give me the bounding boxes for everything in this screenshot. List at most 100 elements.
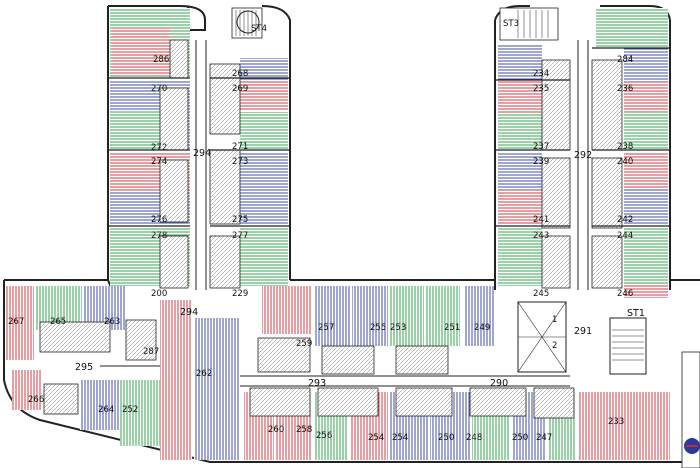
room-233 [578,392,670,460]
room-235 [498,80,542,114]
label-254b: 254 [392,433,408,443]
label-242: 242 [617,215,633,225]
label-249: 249 [474,323,490,333]
label-277: 277 [232,231,248,241]
room-244 [624,228,668,286]
left-wing [107,5,291,291]
label-262: 262 [196,369,212,379]
label-266: 266 [28,395,44,405]
label-293: 293 [308,378,326,389]
label-278: 278 [151,231,167,241]
label-295: 295 [75,362,93,373]
room-284 [596,8,668,48]
label-240: 240 [617,157,633,167]
label-268: 268 [232,69,248,79]
room-273b [240,182,288,226]
bath-cores-lower [39,319,575,419]
label-252: 252 [122,405,138,415]
room-261 [160,300,192,460]
label-237: 237 [533,142,549,152]
label-243: 243 [533,231,549,241]
label-272: 272 [151,143,167,153]
label-239: 239 [533,157,549,167]
room-246-strip [624,284,668,298]
room-238 [624,112,668,150]
label-236: 236 [617,84,633,94]
room-259 [262,286,312,334]
label-st3: ST3 [503,19,519,29]
label-291: 291 [574,326,592,337]
room-264 [80,380,120,430]
label-274: 274 [151,157,167,167]
room-239 [498,152,542,190]
label-269: 269 [232,84,248,94]
label-284: 284 [617,55,633,65]
room-253 [390,286,424,346]
label-250b: 250 [512,433,528,443]
room-257 [314,286,350,346]
label-279: 229 [232,289,248,299]
label-258: 258 [296,425,312,435]
label-lift-2: 2 [552,341,557,351]
label-255: 255 [370,323,386,333]
lower-block-outline [3,279,700,463]
room-273 [240,152,288,182]
label-292: 292 [574,150,592,161]
label-257: 257 [318,323,334,333]
room-236b [624,82,668,112]
room-271 [240,112,288,150]
room-251 [426,286,460,346]
label-290: 290 [490,378,508,389]
label-260: 260 [268,425,284,435]
room-262 [194,318,240,460]
label-247: 247 [536,433,552,443]
room-234 [498,44,542,80]
stair-st3 [499,7,559,41]
room-241 [498,190,542,226]
label-259: 259 [296,339,312,349]
label-238: 238 [617,142,633,152]
room-240 [624,152,668,188]
room-252 [120,380,160,446]
label-246: 246 [617,289,633,299]
room-267 [6,286,34,360]
label-250: 250 [438,433,454,443]
label-233: 233 [608,417,624,427]
label-271: 271 [232,142,248,152]
label-251: 251 [444,323,460,333]
label-234: 234 [533,69,549,79]
round-symbol [236,10,260,34]
label-235: 235 [533,84,549,94]
bath-cores-right [541,59,623,289]
room-272 [110,110,160,150]
label-294-upper: 294 [193,148,211,159]
room-243 [498,228,542,286]
label-275: 275 [232,215,248,225]
room-237 [498,114,542,150]
room-255 [352,286,388,346]
label-263: 263 [104,317,120,327]
label-245-top: 245 [533,289,549,299]
label-248: 248 [466,433,482,443]
room-236 [624,48,668,82]
label-st4: ST4 [251,24,267,34]
room-labels: 286 270 272 274 276 278 200 268 269 271 … [8,19,645,443]
label-287: 287 [143,347,159,357]
label-270: 270 [151,84,167,94]
label-286: 286 [153,55,169,65]
right-wing [494,5,671,290]
room-269 [240,80,288,110]
label-276: 276 [151,215,167,225]
room-286-red [112,28,170,76]
label-253: 253 [390,323,406,333]
lower-block [3,279,700,468]
label-254a: 254 [368,433,384,443]
label-267: 267 [8,317,24,327]
label-241: 241 [533,215,549,225]
bath-cores-left [159,39,241,289]
room-277 [240,228,288,286]
room-249 [464,286,494,346]
label-244: 244 [617,231,633,241]
label-256: 256 [316,431,332,441]
